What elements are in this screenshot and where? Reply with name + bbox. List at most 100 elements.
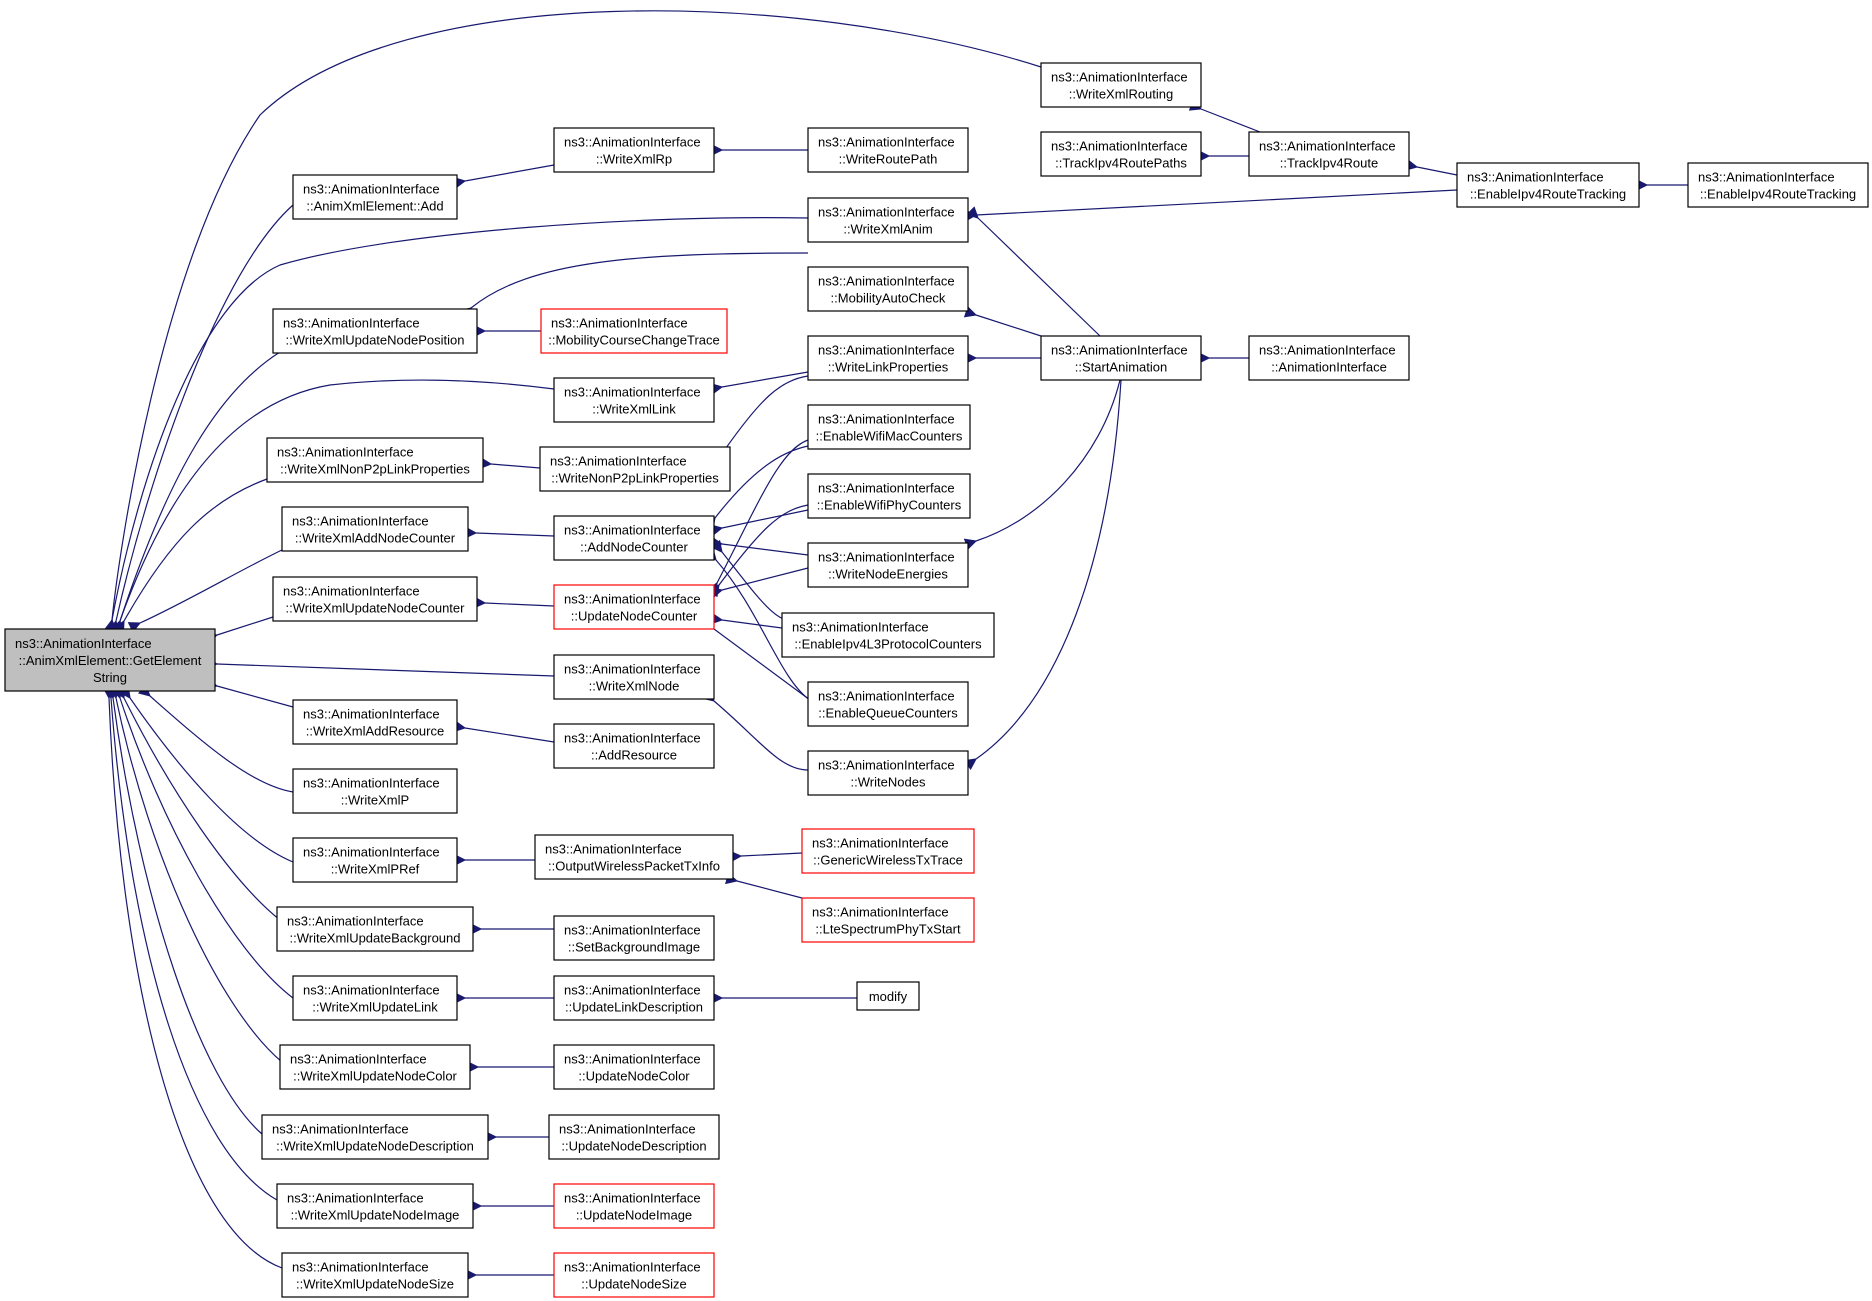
node-mac[interactable]: ns3::AnimationInterface::MobilityAutoChe… <box>807 266 969 312</box>
node-box <box>807 681 969 727</box>
node-box <box>279 1044 471 1090</box>
node-label-line: ns3::AnimationInterface <box>564 731 701 746</box>
node-box <box>807 127 969 173</box>
node-label-line: ns3::AnimationInterface <box>1467 170 1604 185</box>
node-sa[interactable]: ns3::AnimationInterface::StartAnimation <box>1040 335 1202 381</box>
node-label-line: ns3::AnimationInterface <box>818 274 955 289</box>
edge-wnp2p-to-wxnp2p <box>479 457 541 470</box>
node-box <box>534 834 734 880</box>
node-ewpc[interactable]: ns3::AnimationInterface::EnableWifiPhyCo… <box>807 473 971 519</box>
node-box <box>807 750 969 796</box>
node-label-line: ns3::AnimationInterface <box>303 845 440 860</box>
node-wxrouting[interactable]: ns3::AnimationInterface::WriteXmlRouting <box>1040 62 1202 108</box>
node-add[interactable]: ns3::AnimationInterface::AnimXmlElement:… <box>292 174 458 220</box>
node-box <box>553 515 715 561</box>
node-wxuns[interactable]: ns3::AnimationInterface::WriteXmlUpdateN… <box>281 1252 469 1298</box>
node-box <box>292 975 458 1021</box>
node-wxubg[interactable]: ns3::AnimationInterface::WriteXmlUpdateB… <box>276 906 474 952</box>
edge-wxipref-to-root <box>118 685 294 863</box>
node-label-line: ::AddResource <box>591 748 677 763</box>
node-label-line: ::WriteXmlUpdateNodePosition <box>286 333 465 348</box>
node-addres[interactable]: ns3::AnimationInterface::AddResource <box>553 723 715 769</box>
node-label-line: ns3::AnimationInterface <box>283 316 420 331</box>
node-wxunclr[interactable]: ns3::AnimationInterface::WriteXmlUpdateN… <box>279 1044 471 1090</box>
node-wxanc[interactable]: ns3::AnimationInterface::WriteXmlAddNode… <box>281 506 469 552</box>
node-mcct[interactable]: ns3::AnimationInterface::MobilityCourseC… <box>540 308 728 354</box>
edge-wxunp-to-root <box>110 351 281 634</box>
node-label-line: ns3::AnimationInterface <box>564 592 701 607</box>
edge-anc-to-wxanc <box>464 526 555 539</box>
node-uni[interactable]: ns3::AnimationInterface::UpdateNodeImage <box>553 1183 715 1229</box>
node-box <box>807 542 969 588</box>
node-label-line: ::WriteXmlUpdateNodeImage <box>291 1208 460 1223</box>
edge-eqc-to-unc <box>701 617 811 701</box>
node-ert1[interactable]: ns3::AnimationInterface::EnableIpv4Route… <box>1456 162 1640 208</box>
node-label-line: ::WriteXmlPRef <box>331 862 420 877</box>
node-box <box>1040 62 1202 108</box>
node-label-line: ns3::AnimationInterface <box>303 776 440 791</box>
node-label-line: ::UpdateNodeDescription <box>561 1139 706 1154</box>
node-box <box>807 404 971 450</box>
node-gwtx[interactable]: ns3::AnimationInterface::GenericWireless… <box>801 828 975 874</box>
node-wxund[interactable]: ns3::AnimationInterface::WriteXmlUpdateN… <box>261 1114 489 1160</box>
node-owptx[interactable]: ns3::AnimationInterface::OutputWirelessP… <box>534 834 734 880</box>
node-wxip[interactable]: ns3::AnimationInterface::WriteXmlP <box>292 768 458 814</box>
node-wxunc[interactable]: ns3::AnimationInterface::WriteXmlUpdateN… <box>272 576 478 622</box>
node-label-line: ns3::AnimationInterface <box>303 182 440 197</box>
node-label-line: ::WriteXmlAnim <box>843 222 932 237</box>
edge-eipl3-to-anc <box>710 539 801 622</box>
node-wxuni[interactable]: ns3::AnimationInterface::WriteXmlUpdateN… <box>276 1183 474 1229</box>
edge-wnodes-to-wxnode <box>701 689 809 771</box>
node-unc[interactable]: ns3::AnimationInterface::UpdateNodeCount… <box>553 584 715 630</box>
node-label-line: ns3::AnimationInterface <box>15 636 152 651</box>
node-wxanim[interactable]: ns3::AnimationInterface::WriteXmlAnim <box>807 197 969 243</box>
edge-wxnp2p-to-root <box>113 478 268 634</box>
node-tr[interactable]: ns3::AnimationInterface::TrackIpv4Route <box>1248 131 1410 177</box>
node-modify[interactable]: modify <box>856 981 920 1011</box>
node-ai[interactable]: ns3::AnimationInterface::AnimationInterf… <box>1248 335 1410 381</box>
edge-wxnode-to-root <box>205 657 555 677</box>
node-label-line: ns3::AnimationInterface <box>564 135 701 150</box>
node-wxipref[interactable]: ns3::AnimationInterface::WriteXmlPRef <box>292 837 458 883</box>
node-box <box>553 915 715 961</box>
node-wxrp[interactable]: ns3::AnimationInterface::WriteXmlRp <box>553 127 715 173</box>
node-ert2[interactable]: ns3::AnimationInterface::EnableIpv4Route… <box>1687 162 1869 208</box>
edge-eipl3-to-unc <box>710 612 783 629</box>
node-ewmc[interactable]: ns3::AnimationInterface::EnableWifiMacCo… <box>807 404 971 450</box>
node-ltespec[interactable]: ns3::AnimationInterface::LteSpectrumPhyT… <box>801 897 975 943</box>
node-sbgi[interactable]: ns3::AnimationInterface::SetBackgroundIm… <box>553 915 715 961</box>
node-label-line: ::WriteXmlUpdateNodeSize <box>296 1277 454 1292</box>
node-wxul[interactable]: ns3::AnimationInterface::WriteXmlUpdateL… <box>292 975 458 1021</box>
node-uns[interactable]: ns3::AnimationInterface::UpdateNodeSize <box>553 1252 715 1298</box>
node-box <box>292 837 458 883</box>
node-anc[interactable]: ns3::AnimationInterface::AddNodeCounter <box>553 515 715 561</box>
node-label-line: ns3::AnimationInterface <box>277 445 414 460</box>
node-wxnode[interactable]: ns3::AnimationInterface::WriteXmlNode <box>553 654 715 700</box>
node-label-line: ns3::AnimationInterface <box>287 914 424 929</box>
node-wxnp2p[interactable]: ns3::AnimationInterface::WriteXmlNonP2pL… <box>266 437 484 483</box>
node-wxunp[interactable]: ns3::AnimationInterface::WriteXmlUpdateN… <box>272 308 478 354</box>
edge-wne-to-unc <box>710 567 809 599</box>
node-label-line: ns3::AnimationInterface <box>287 1191 424 1206</box>
node-und[interactable]: ns3::AnimationInterface::UpdateNodeDescr… <box>548 1114 720 1160</box>
node-wrp[interactable]: ns3::AnimationInterface::WriteRoutePath <box>807 127 969 173</box>
node-wnp2p[interactable]: ns3::AnimationInterface::WriteNonP2pLink… <box>539 446 731 492</box>
node-wlp[interactable]: ns3::AnimationInterface::WriteLinkProper… <box>807 335 969 381</box>
node-eqc[interactable]: ns3::AnimationInterface::EnableQueueCoun… <box>807 681 969 727</box>
node-eipl3[interactable]: ns3::AnimationInterface::EnableIpv4L3Pro… <box>781 612 995 658</box>
node-label-line: ::UpdateNodeSize <box>581 1277 687 1292</box>
node-trp[interactable]: ns3::AnimationInterface::TrackIpv4RouteP… <box>1040 131 1202 177</box>
node-label-line: ::EnableIpv4L3ProtocolCounters <box>794 637 982 652</box>
node-label-line: ns3::AnimationInterface <box>564 385 701 400</box>
node-wne[interactable]: ns3::AnimationInterface::WriteNodeEnergi… <box>807 542 969 588</box>
node-label-line: ::WriteXmlRp <box>596 152 672 167</box>
edge-wxrouting-to-root <box>104 10 1042 632</box>
node-wxlink[interactable]: ns3::AnimationInterface::WriteXmlLink <box>553 377 715 423</box>
node-box <box>801 897 975 943</box>
node-wxar[interactable]: ns3::AnimationInterface::WriteXmlAddReso… <box>292 699 458 745</box>
node-wnodes[interactable]: ns3::AnimationInterface::WriteNodes <box>807 750 969 796</box>
node-uld[interactable]: ns3::AnimationInterface::UpdateLinkDescr… <box>553 975 715 1021</box>
node-box <box>4 628 216 692</box>
node-unclr[interactable]: ns3::AnimationInterface::UpdateNodeColor <box>553 1044 715 1090</box>
node-label-line: ::WriteXmlLink <box>592 402 676 417</box>
